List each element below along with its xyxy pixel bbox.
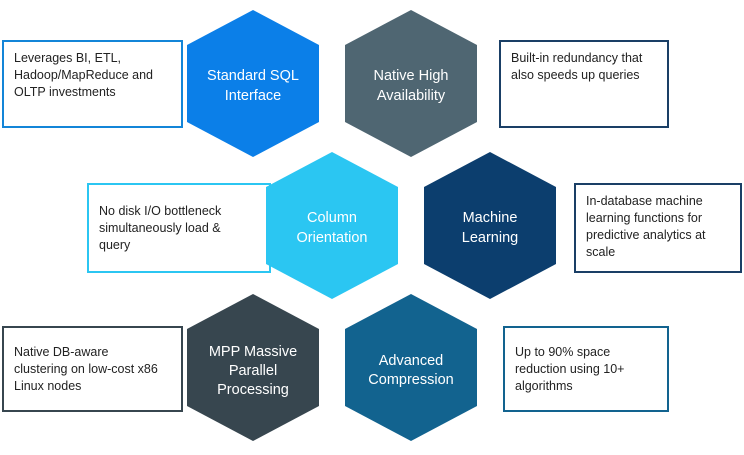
box-line: OLTP investments [14,85,116,99]
box-line: predictive analytics at [586,228,706,242]
hexagon-native-ha: Native High Availability [345,10,477,157]
box-line: Linux nodes [14,379,82,393]
hexagon-column: Column Orientation [266,152,398,299]
hex-label: Processing [217,382,289,398]
hex-label: Column [307,210,357,226]
hex-label: MPP Massive [209,344,297,360]
box-line: clustering on low-cost x86 [14,362,158,376]
box-line: In-database machine [586,194,703,208]
hex-label: Learning [462,230,518,246]
box-line: learning functions for [586,211,703,225]
hex-label: Compression [368,372,453,388]
box-line: also speeds up queries [511,68,640,82]
hex-label: Orientation [297,230,368,246]
column-description-box: No disk I/O bottleneck simultaneously lo… [87,183,271,273]
box-line: algorithms [515,379,573,393]
box-line: query [99,238,131,252]
box-line: simultaneously load & [99,221,221,235]
hex-label: Interface [225,88,281,104]
hex-label: Parallel [229,363,277,379]
box-line: reduction using 10+ [515,362,625,376]
ml-description-box: In-database machine learning functions f… [574,183,742,273]
box-line: scale [586,245,616,259]
box-line: Up to 90% space [515,345,611,359]
box-line: No disk I/O bottleneck [99,204,222,218]
mpp-description-box: Native DB-aware clustering on low-cost x… [2,326,183,412]
native-ha-description-box: Built-in redundancy that also speeds up … [499,40,669,128]
box-line: Leverages BI, ETL, [14,51,122,65]
box-line: Hadoop/MapReduce and [14,68,153,82]
box-line: Native DB-aware [14,345,109,359]
hex-label: Machine [463,210,518,226]
compression-description-box: Up to 90% space reduction using 10+ algo… [503,326,669,412]
standard-sql-description-box: Leverages BI, ETL, Hadoop/MapReduce and … [2,40,183,128]
hexagon-compression: Advanced Compression [345,294,477,441]
box-line: Built-in redundancy that [511,51,643,65]
hexagon-ml: Machine Learning [424,152,556,299]
hex-label: Availability [377,88,446,104]
hex-label: Advanced [379,353,444,369]
hexagon-mpp: MPP Massive Parallel Processing [187,294,319,441]
hex-label: Native High [374,68,449,84]
hex-label: Standard SQL [207,68,299,84]
hexagon-standard-sql: Standard SQL Interface [187,10,319,157]
